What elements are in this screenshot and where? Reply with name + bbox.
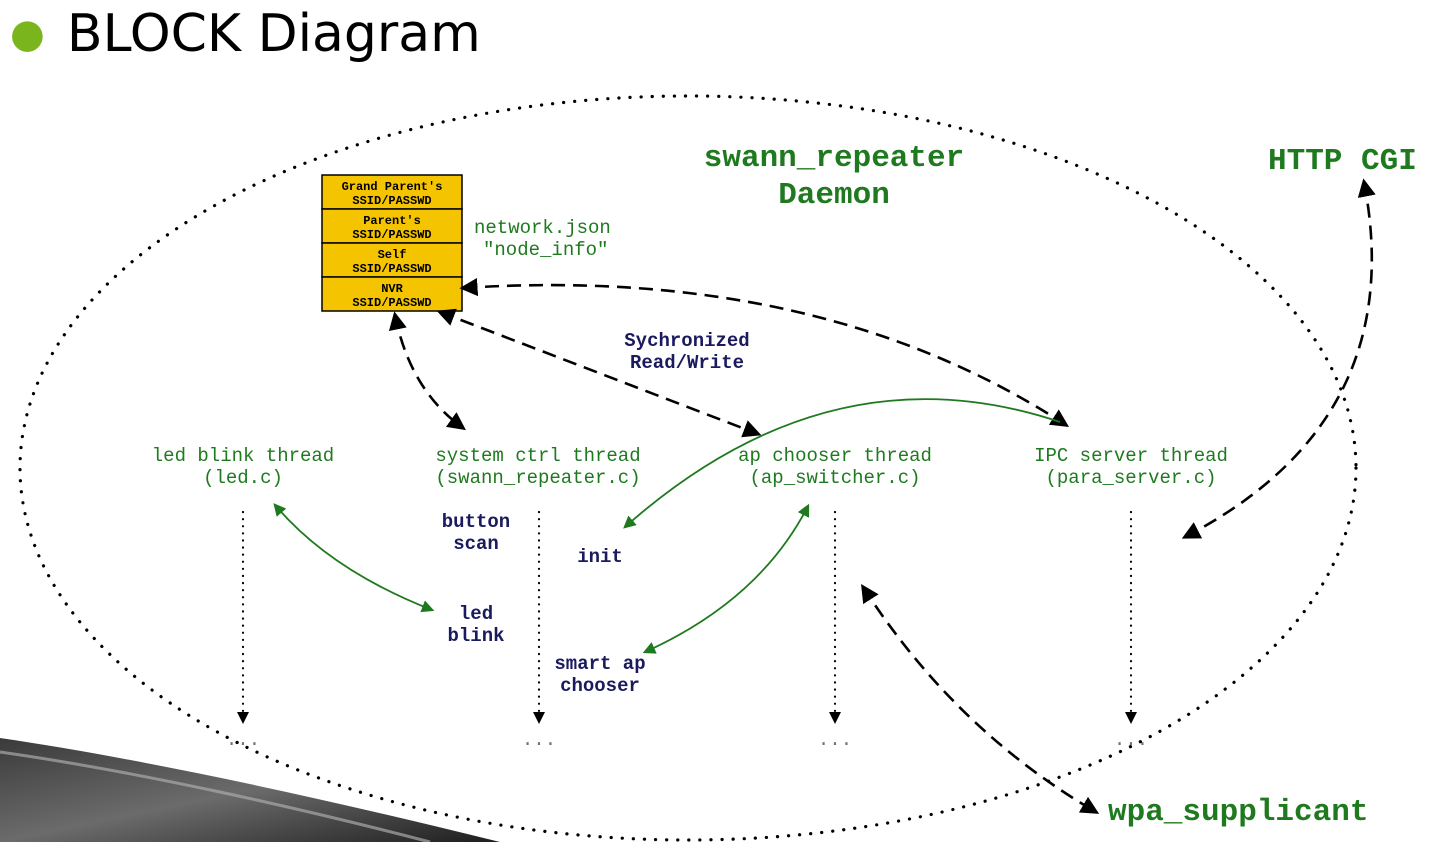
wpa-supplicant-label: wpa_supplicant [1108, 795, 1368, 830]
sync-label-line2: Read/Write [630, 352, 744, 374]
http-cgi-arrow [1181, 178, 1376, 539]
sync-label-line1: Sychronized [624, 330, 749, 352]
sysctrl-thread-name: system ctrl thread [435, 445, 640, 467]
node-info-label: "node_info" [483, 239, 608, 261]
stack-box-grandparent [321, 174, 463, 210]
stack-box-text: SSID/PASSWD [352, 296, 431, 310]
led-timeline-arrowhead [237, 712, 249, 724]
slide-title: ● BLOCK Diagram [10, 2, 481, 70]
led-thread-name: led blink thread [152, 445, 334, 467]
led-ellipsis: ... [226, 729, 260, 751]
button-scan-label-line1: button [442, 511, 510, 533]
daemon-title-line2: Daemon [778, 178, 890, 213]
slide-title-text: BLOCK Diagram [66, 4, 481, 64]
ssid-stack: Grand Parent's SSID/PASSWD Parent's SSID… [321, 174, 463, 312]
led-blink-label-line1: led [459, 603, 493, 625]
stack-box-text: SSID/PASSWD [352, 228, 431, 242]
stack-box-text: Self [378, 248, 407, 262]
stack-box-text: SSID/PASSWD [352, 194, 431, 208]
stack-box-text: NVR [381, 282, 403, 296]
smart-ap-arrow [642, 503, 810, 654]
wpa-supplicant-arrow [861, 583, 1100, 814]
ipc-thread-file: (para_server.c) [1045, 467, 1216, 489]
button-scan-label-line2: scan [453, 533, 499, 555]
smart-ap-label-line1: smart ap [554, 653, 645, 675]
led-blink-arrow [273, 503, 435, 613]
ap-thread-name: ap chooser thread [738, 445, 932, 467]
network-json-label: network.json [474, 217, 611, 239]
ap-thread-file: (ap_switcher.c) [749, 467, 920, 489]
ipc-timeline-arrowhead [1125, 712, 1137, 724]
decorative-swoosh [0, 738, 500, 842]
ipc-thread-name: IPC server thread [1034, 445, 1228, 467]
sync-arrow-ipc [459, 277, 1070, 427]
sysctrl-thread-file: (swann_repeater.c) [435, 467, 640, 489]
smart-ap-label-line2: chooser [560, 675, 640, 697]
stack-box-self [321, 242, 463, 278]
ap-timeline-arrowhead [829, 712, 841, 724]
sysctrl-ellipsis: ... [522, 729, 556, 751]
http-cgi-label: HTTP CGI [1268, 144, 1417, 179]
decorative-swoosh-highlight [0, 750, 431, 842]
sync-arrow-sysctrl [388, 311, 466, 431]
init-label: init [577, 546, 623, 568]
stack-box-text: Parent's [363, 214, 421, 228]
stack-box-text: SSID/PASSWD [352, 262, 431, 276]
sysctrl-timeline-arrowhead [533, 712, 545, 724]
stack-box-text: Grand Parent's [342, 180, 443, 194]
init-arrow [623, 398, 1061, 529]
led-thread-file: (led.c) [203, 467, 283, 489]
ap-ellipsis: ... [818, 729, 852, 751]
ipc-ellipsis: ... [1114, 729, 1148, 751]
bullet-icon: ● [10, 11, 45, 57]
daemon-title-line1: swann_repeater [704, 141, 964, 176]
led-blink-label-line2: blink [447, 625, 504, 647]
